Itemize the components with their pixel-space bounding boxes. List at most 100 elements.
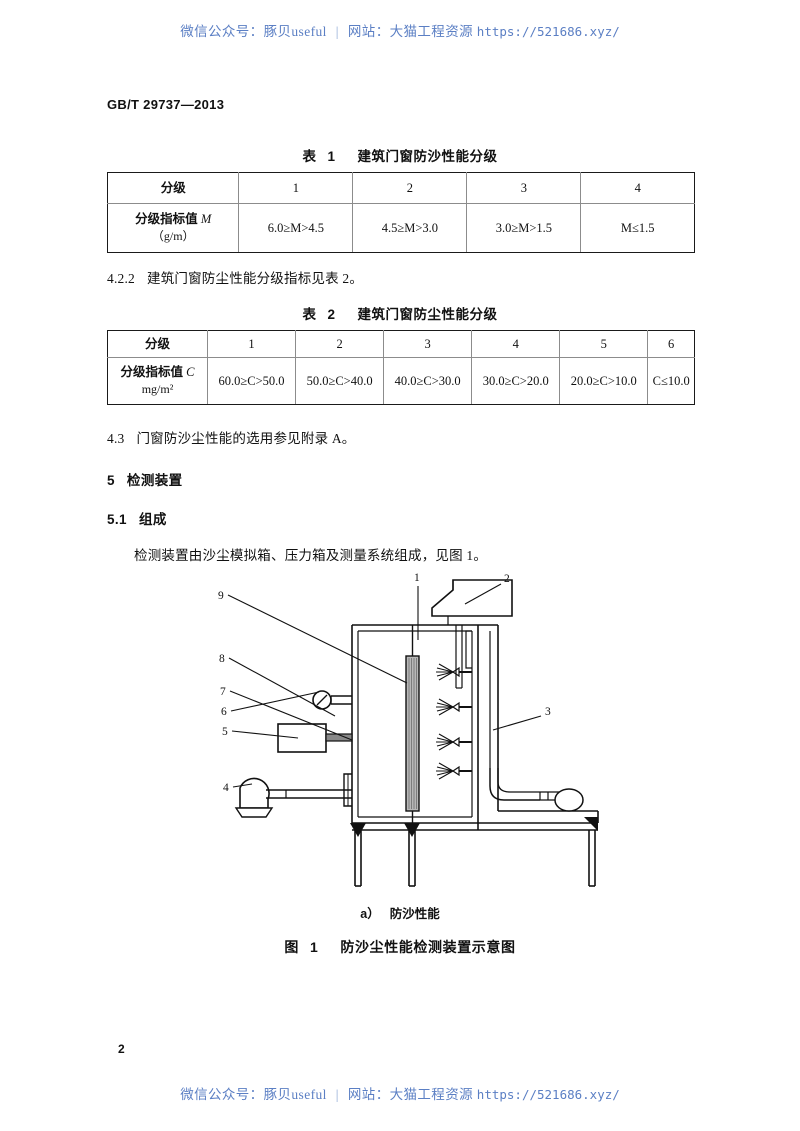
page-number: 2 [118, 1042, 125, 1056]
callout-label-2: 2 [504, 573, 510, 585]
watermark-separator: | [335, 24, 339, 39]
clause-5-heading: 5 检测装置 [107, 469, 183, 489]
table1-header-row: 分级 1 2 3 4 [106, 172, 695, 204]
instrument-duct [325, 733, 353, 742]
watermark-wechat-value: 豚贝useful [263, 1087, 327, 1102]
clause-4-3-text: 门窗防沙尘性能的选用参见附录 A。 [136, 431, 356, 446]
table2-title-prefix: 表 [302, 307, 317, 322]
watermark-wechat-label: 微信公众号： [180, 24, 264, 39]
support-frame [350, 817, 598, 887]
measuring-instrument-box [277, 723, 327, 753]
table1-value-cell: M≤1.5 [580, 203, 695, 253]
table1-value-cell: 4.5≥M>3.0 [352, 203, 468, 253]
spray-nozzle-group [436, 663, 472, 780]
clause-5-text: 检测装置 [126, 473, 183, 488]
figure-caption-text: 防沙尘性能检测装置示意图 [340, 939, 516, 955]
figure-sub-caption-label: a） [360, 907, 380, 921]
callout-leader-lines [227, 583, 542, 788]
callout-label-8: 8 [219, 653, 225, 665]
watermark-top: 微信公众号：豚贝useful|网站：大猫工程资源 https://521686.… [0, 20, 800, 40]
table2-value-row: 分级指标值 C mg/m² 60.0≥C>50.0 50.0≥C>40.0 40… [106, 357, 695, 405]
spray-nozzle-icon [436, 762, 472, 780]
watermark-site-value: 大猫工程资源 [389, 24, 474, 39]
figure-caption-number: 1 [310, 939, 319, 955]
frame-gusset [404, 823, 420, 837]
table1-grade-cell: 2 [352, 172, 468, 204]
exhaust-fan [554, 788, 584, 812]
frame-gusset [350, 823, 366, 837]
clause-5-1-body: 检测装置由沙尘模拟箱、压力箱及测量系统组成，见图 1。 [134, 548, 488, 563]
table2-header-label: 分级 [106, 330, 209, 358]
table2-title-text: 建筑门窗防尘性能分级 [357, 307, 498, 322]
spray-nozzle-icon [436, 698, 472, 716]
table2-grade-cell: 6 [647, 330, 695, 358]
exhaust-duct [489, 768, 584, 812]
callout-label-7: 7 [220, 686, 226, 698]
clause-4-2-2-number: 4.2.2 [107, 271, 135, 286]
specimen-column [405, 655, 420, 812]
table1-header-label: 分级 [106, 172, 240, 204]
callout-label-4: 4 [223, 782, 229, 794]
standard-code: GB/T 29737—2013 [107, 97, 225, 112]
callout-label-9: 9 [218, 590, 224, 602]
table2-indicator-label: 分级指标值 C mg/m² [106, 357, 209, 405]
watermark-url: https://521686.xyz/ [476, 24, 620, 39]
table2-value-cell: 30.0≥C>20.0 [471, 357, 561, 405]
table2-grade-cell: 5 [559, 330, 649, 358]
table2-value-cell: 60.0≥C>50.0 [207, 357, 297, 405]
leader-9 [227, 594, 408, 684]
watermark-site-value: 大猫工程资源 [389, 1087, 474, 1102]
sand-hopper [431, 579, 513, 617]
table2: 分级 1 2 3 4 5 6 分级指标值 C mg/m² 60.0≥C>50.0… [106, 330, 695, 405]
clause-4-2-2-text: 建筑门窗防尘性能分级指标见表 2。 [147, 271, 364, 286]
table1-title-text: 建筑门窗防沙性能分级 [357, 149, 498, 164]
table2-grade-cell: 2 [295, 330, 385, 358]
apparatus-schematic-svg: 1 2 3 4 5 6 7 8 9 [218, 572, 599, 887]
leader-7 [229, 690, 353, 741]
clause-5-number: 5 [107, 473, 115, 488]
leader-8 [228, 657, 336, 717]
pressure-gauge [312, 690, 352, 710]
table2-grade-cell: 4 [471, 330, 561, 358]
table1-value-cell: 3.0≥M>1.5 [466, 203, 582, 253]
leader-4 [232, 783, 253, 788]
specimen-hatching [408, 658, 417, 809]
table1: 分级 1 2 3 4 分级指标值 M （g/m） 6.0≥M>4.5 4.5≥M… [106, 172, 695, 253]
table1-grade-cell: 1 [238, 172, 354, 204]
leader-3 [492, 715, 542, 731]
chamber-baffle [465, 630, 472, 669]
watermark-bottom: 微信公众号：豚贝useful|网站：大猫工程资源 https://521686.… [0, 1083, 800, 1103]
table1-grade-cell: 3 [466, 172, 582, 204]
table2-header-row: 分级 1 2 3 4 5 6 [106, 330, 695, 358]
table1-grade-cell: 4 [580, 172, 695, 204]
watermark-url: https://521686.xyz/ [476, 1087, 620, 1102]
table1-title-prefix: 表 [302, 149, 317, 164]
watermark-site-label: 网站： [347, 1087, 390, 1102]
table2-value-cell: C≤10.0 [647, 357, 695, 405]
table2-grade-cell: 3 [383, 330, 473, 358]
clause-4-3: 4.3 门窗防沙尘性能的选用参见附录 A。 [107, 427, 356, 447]
figure-sub-caption-text: 防沙性能 [389, 907, 440, 921]
spray-nozzle-icon [436, 733, 472, 751]
table1-title-number: 1 [327, 149, 336, 164]
frame-gusset [584, 817, 598, 831]
clause-5-1-number: 5.1 [107, 512, 127, 527]
clause-4-2-2: 4.2.2 建筑门窗防尘性能分级指标见表 2。 [107, 267, 363, 287]
table2-grade-cell: 1 [207, 330, 297, 358]
table1-value-row: 分级指标值 M （g/m） 6.0≥M>4.5 4.5≥M>3.0 3.0≥M>… [106, 203, 695, 253]
figure-caption-prefix: 图 [284, 939, 299, 955]
leader-5 [231, 730, 299, 739]
watermark-wechat-label: 微信公众号： [180, 1087, 264, 1102]
table1-indicator-label: 分级指标值 M （g/m） [106, 203, 240, 253]
clause-4-3-number: 4.3 [107, 431, 125, 446]
figure-sub-caption: a） 防沙性能 [0, 903, 800, 922]
callout-label-6: 6 [221, 706, 227, 718]
leader-6 [230, 691, 320, 712]
figure-1-diagram: 1 2 3 4 5 6 7 8 9 [200, 568, 620, 898]
blower-fan [234, 777, 352, 818]
